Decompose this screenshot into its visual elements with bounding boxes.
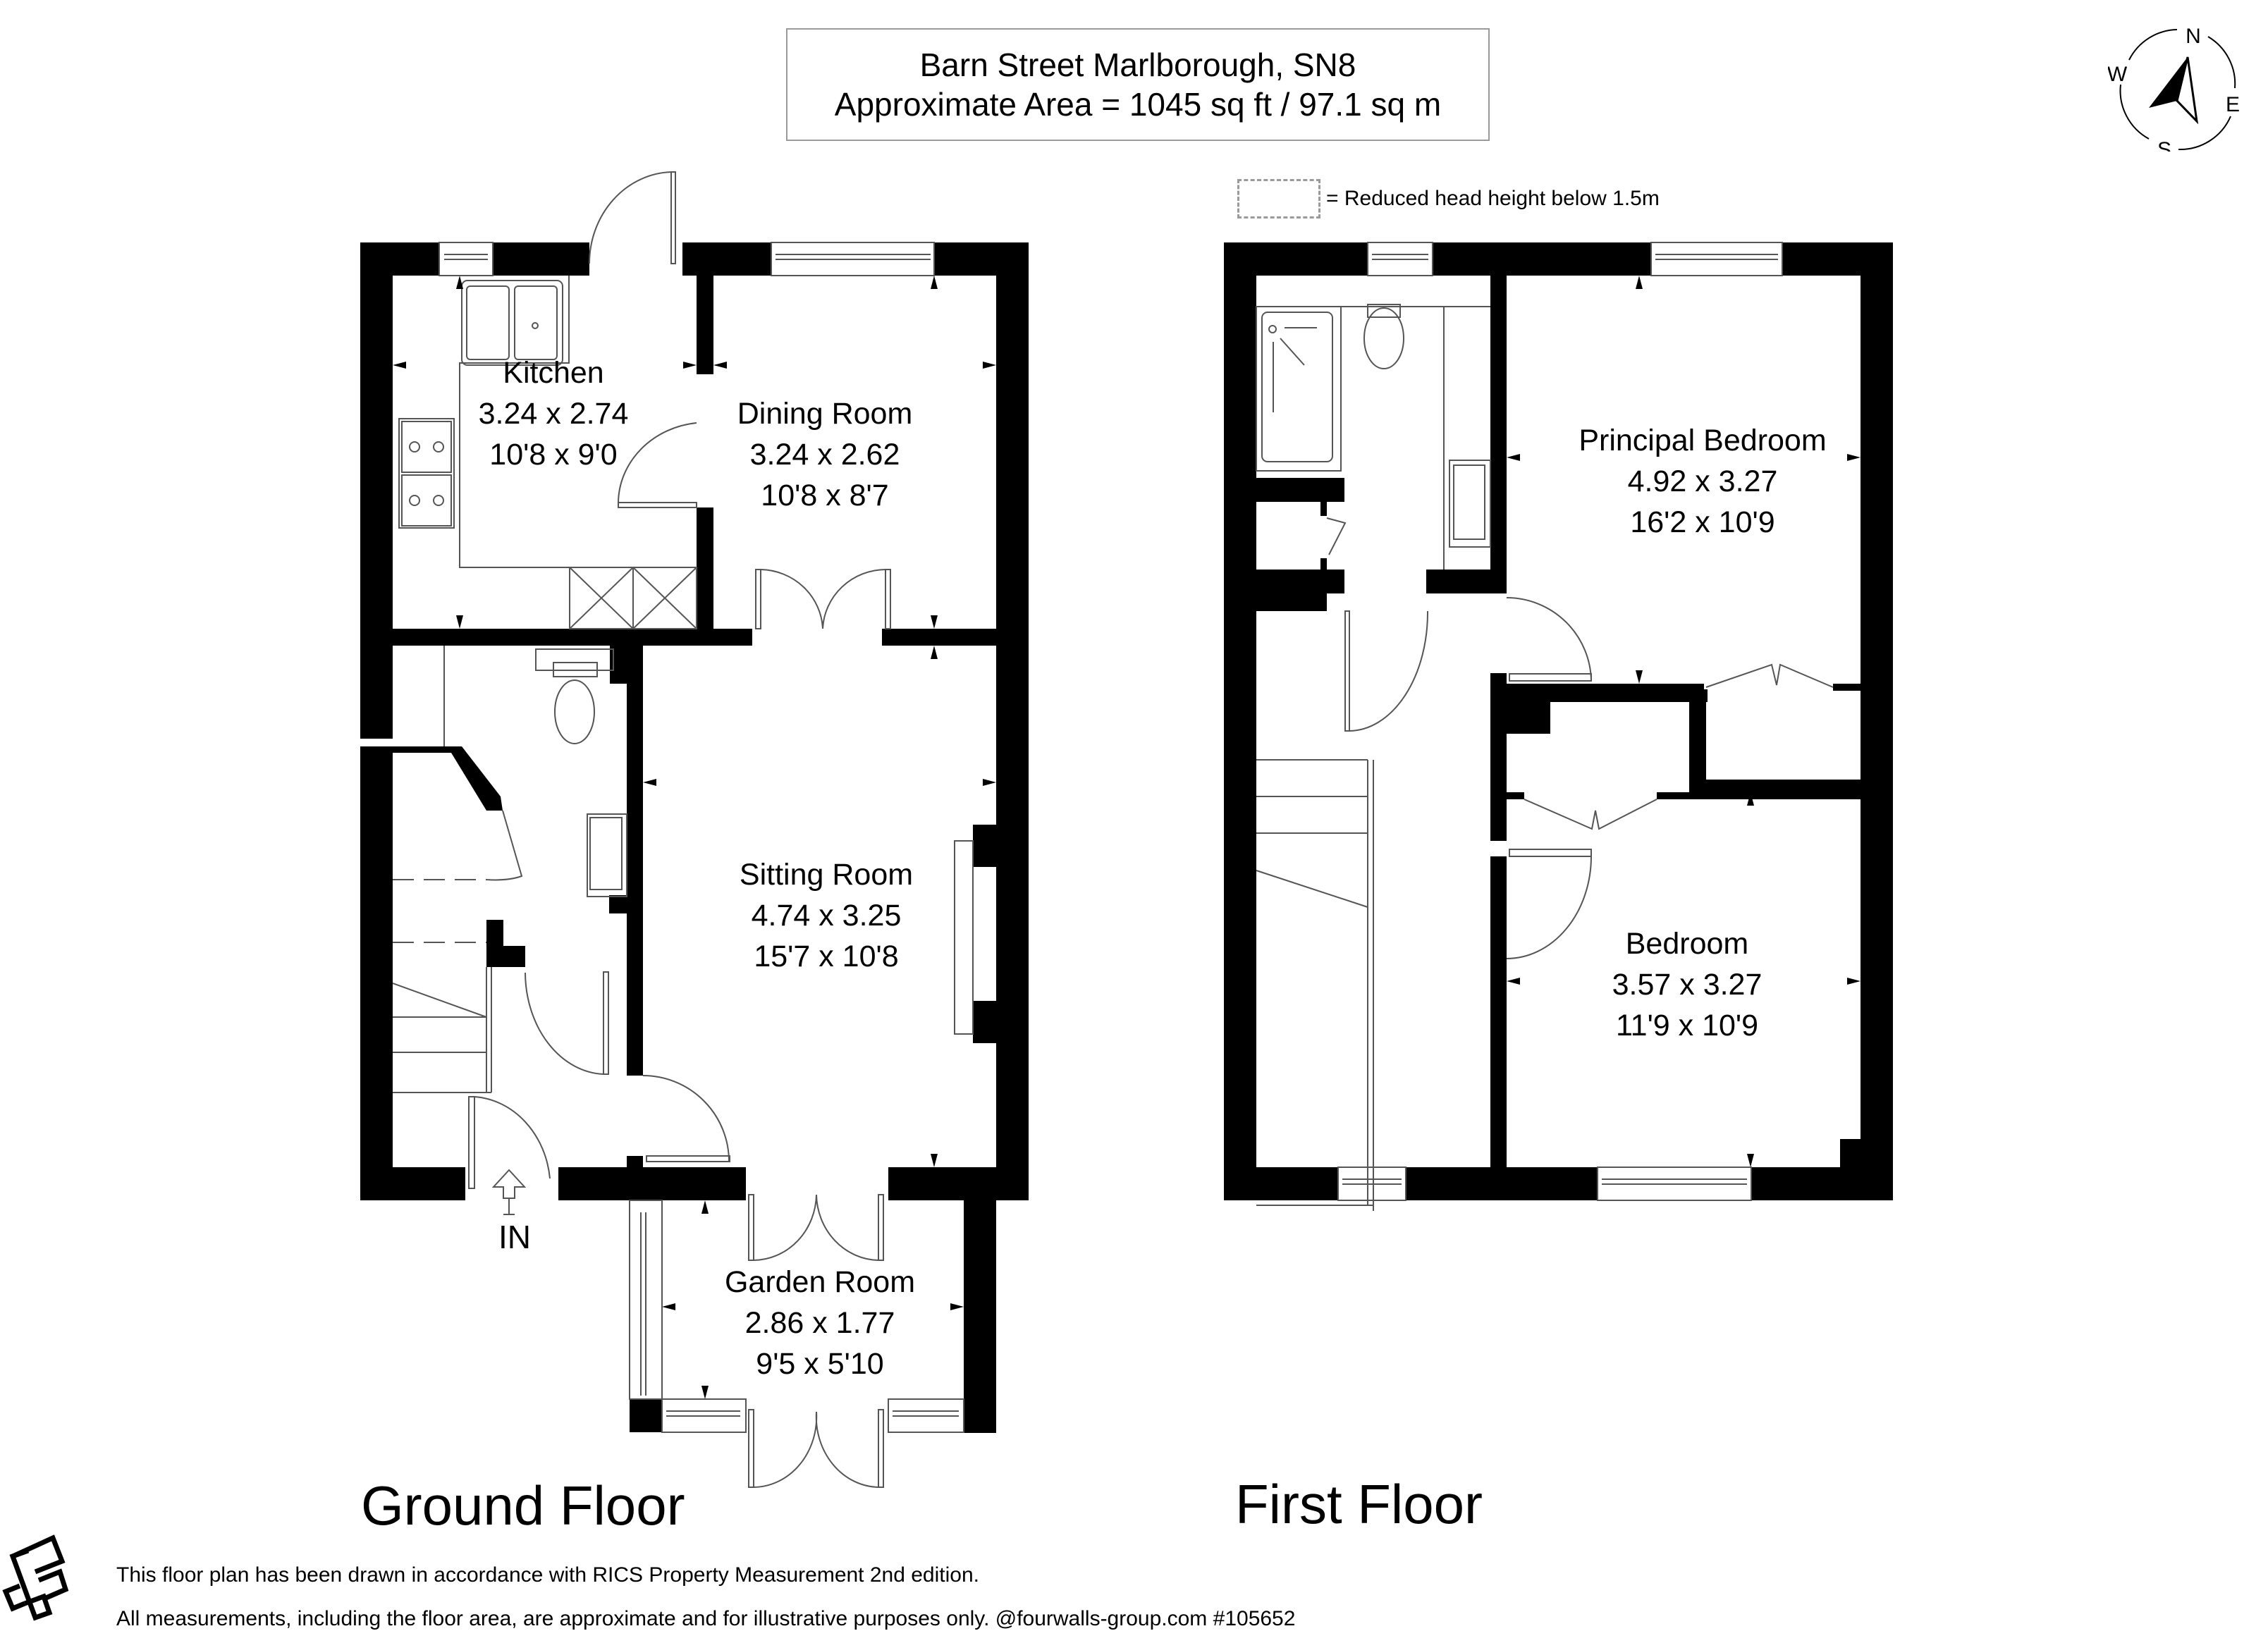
compass-w: W [2108, 63, 2128, 86]
room-principal-bedroom: Principal Bedroom 4.92 x 3.27 16'2 x 10'… [1579, 420, 1826, 543]
room-metric: 3.24 x 2.62 [749, 438, 900, 472]
legend: = Reduced head height below 1.5m [1237, 178, 1660, 220]
property-address: Barn Street Marlborough, SN8 [919, 47, 1356, 83]
first-floor-label: First Floor [1235, 1473, 1483, 1535]
first-floor-dimension-markers [1507, 276, 1861, 1167]
room-imperial: 16'2 x 10'9 [1630, 505, 1775, 539]
room-name: Dining Room [737, 397, 913, 431]
room-kitchen: Kitchen 3.24 x 2.74 10'8 x 9'0 [479, 352, 629, 475]
room-name: Sitting Room [739, 858, 914, 892]
room-metric: 4.74 x 3.25 [751, 899, 902, 933]
ground-floor-dimension-markers [393, 276, 996, 1399]
approximate-area: Approximate Area = 1045 sq ft / 97.1 sq … [834, 86, 1442, 123]
room-metric: 3.57 x 3.27 [1612, 968, 1763, 1002]
room-garden-room: Garden Room 2.86 x 1.77 9'5 x 5'10 [725, 1262, 915, 1384]
title-box: Barn Street Marlborough, SN8 Approximate… [786, 28, 1490, 141]
room-name: Kitchen [503, 356, 604, 390]
room-imperial: 10'8 x 8'7 [761, 479, 889, 512]
room-dining-room: Dining Room 3.24 x 2.62 10'8 x 8'7 [737, 393, 913, 516]
ground-floor-label: Ground Floor [361, 1475, 685, 1537]
room-imperial: 9'5 x 5'10 [756, 1347, 884, 1381]
room-name: Principal Bedroom [1579, 424, 1827, 457]
legend-text: = Reduced head height below 1.5m [1326, 187, 1660, 210]
room-name: Bedroom [1625, 927, 1749, 961]
room-sitting-room: Sitting Room 4.74 x 3.25 15'7 x 10'8 [740, 854, 913, 977]
compass-n: N [2186, 25, 2201, 48]
compass-icon: N E S W [2108, 25, 2240, 152]
first-floor-plan [1224, 242, 1893, 1200]
room-imperial: 15'7 x 10'8 [754, 940, 899, 973]
first-floor-fixtures [1256, 242, 1834, 1211]
ground-floor-plan [360, 242, 1029, 1433]
room-metric: 2.86 x 1.77 [744, 1306, 895, 1340]
footer-rics-note: This floor plan has been drawn in accord… [116, 1563, 979, 1587]
entrance-label: IN [498, 1219, 531, 1255]
room-metric: 4.92 x 3.27 [1627, 464, 1778, 498]
ground-floor-fixtures [392, 171, 974, 1488]
compass-e: E [2226, 93, 2240, 116]
fourwalls-logo-icon [2, 1534, 69, 1621]
room-imperial: 10'8 x 9'0 [489, 438, 618, 472]
room-imperial: 11'9 x 10'9 [1615, 1009, 1759, 1042]
room-metric: 3.24 x 2.74 [478, 397, 629, 431]
compass-s: S [2157, 138, 2171, 152]
reduced-head-height-swatch [1237, 179, 1320, 219]
room-name: Garden Room [724, 1265, 916, 1299]
room-bedroom: Bedroom 3.57 x 3.27 11'9 x 10'9 [1612, 923, 1763, 1046]
footer-disclaimer: All measurements, including the floor ar… [116, 1607, 1296, 1630]
